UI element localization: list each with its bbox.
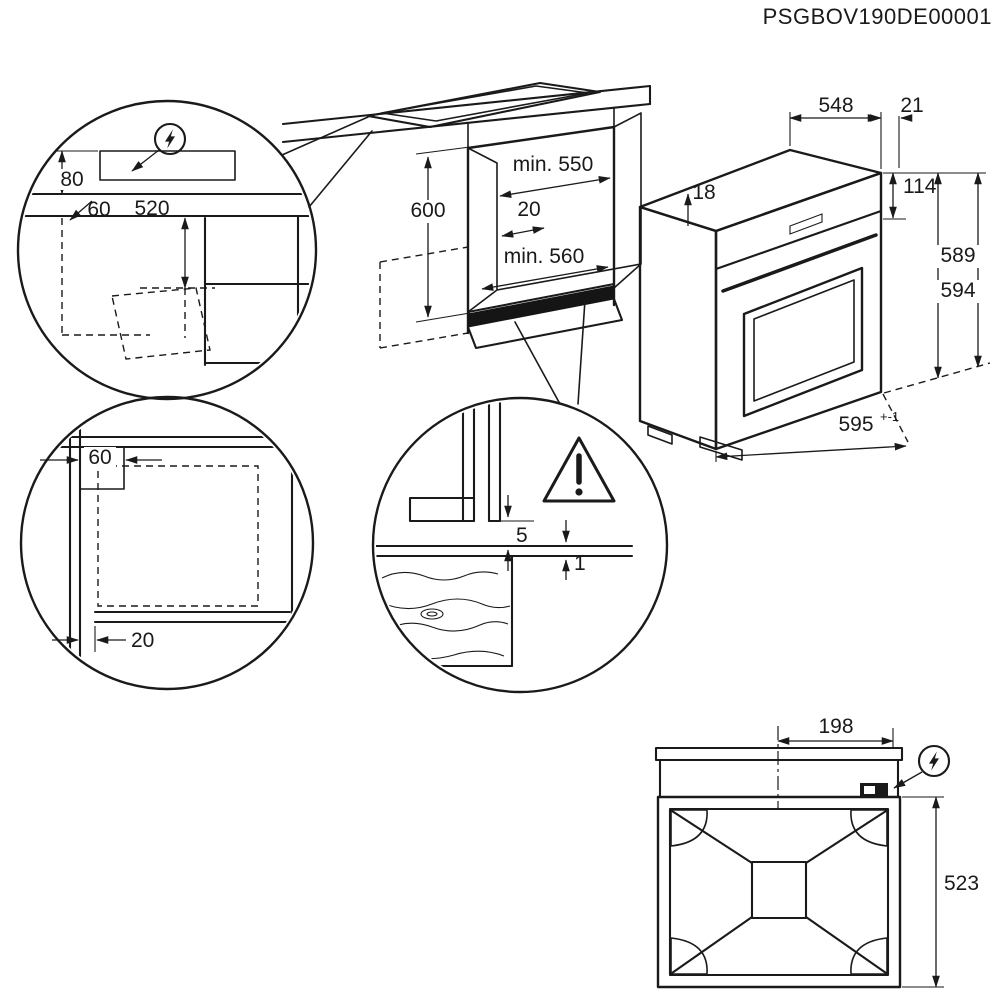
worktop-front-top-edge	[281, 84, 652, 126]
detail-circle	[19, 395, 315, 691]
lightning-bolt-glyph	[165, 129, 175, 149]
part-number: PSGBOV190DE00001	[763, 4, 992, 29]
dim-line-min-550	[499, 176, 611, 198]
dim-line-min-560	[481, 265, 609, 291]
dim-label-595: 595	[838, 413, 873, 436]
brace-center-plate	[750, 860, 808, 920]
corner-gusset	[670, 809, 708, 847]
callout-line	[577, 299, 586, 405]
dim-label-min-560: min. 560	[504, 245, 585, 268]
dim-label-1: 1	[574, 552, 586, 575]
cable-duct-strip	[99, 150, 236, 181]
built-in-oven: 548 21 18 114 589 594 595 +-1	[638, 94, 991, 462]
cross-brace	[670, 809, 888, 975]
wood-grain	[379, 571, 511, 660]
dim-label-600: 600	[410, 199, 445, 222]
dim-label-548: 548	[818, 94, 853, 117]
corner-gusset	[850, 809, 888, 847]
worktop-front-bottom-edge	[281, 102, 652, 144]
hidden-shelf-lines	[379, 246, 469, 349]
warning-exclamation-dot	[575, 488, 583, 496]
dim-label-520: 520	[134, 197, 169, 220]
back-panel-inner	[668, 807, 890, 977]
display-window	[789, 213, 823, 235]
dim-label-589: 589	[940, 244, 975, 267]
label-bg	[57, 169, 89, 190]
terminal-box-slot	[864, 786, 875, 794]
ext-line	[415, 146, 471, 155]
top-trim	[654, 746, 904, 762]
dim-label-60: 60	[87, 198, 110, 221]
callout-line	[514, 321, 561, 405]
bottom-flange	[408, 496, 476, 523]
back-panel	[656, 795, 902, 989]
dim-label-21: 21	[900, 94, 923, 117]
leader-arrow	[131, 149, 160, 172]
callout-line	[281, 116, 369, 156]
dim-label-20: 20	[131, 629, 154, 652]
door-window-inner	[753, 279, 855, 402]
dim-line-20	[501, 226, 545, 238]
appliance-outline-hidden	[97, 465, 259, 607]
detail-circle	[371, 396, 669, 694]
lightning-bolt-icon	[917, 744, 951, 778]
oven-foot	[647, 425, 673, 445]
dim-label-198: 198	[818, 715, 853, 738]
corner-gusset	[850, 937, 888, 975]
leader-arrow-60	[69, 200, 93, 221]
door-window	[742, 266, 864, 418]
dim-label-60: 60	[88, 446, 111, 469]
ext-line	[415, 312, 471, 323]
oven-side-face	[638, 205, 718, 451]
lightning-bolt-glyph	[929, 751, 939, 771]
dim-label-5: 5	[516, 524, 528, 547]
ext-line-dashed	[882, 393, 909, 443]
oven-shelf-gap-detail: 5 1	[371, 299, 669, 694]
dim-label-114: 114	[903, 175, 937, 198]
cabinet-front-band	[466, 297, 624, 350]
lightning-bolt-icon	[153, 122, 187, 156]
dim-line-595	[715, 442, 907, 461]
dim-label-523: 523	[944, 872, 979, 895]
detail-circle	[16, 99, 318, 401]
dim-label-80: 80	[60, 168, 83, 191]
corner-gusset	[670, 937, 708, 975]
control-panel-edge	[714, 209, 883, 271]
door-handle	[721, 233, 878, 293]
hidden-drawer	[111, 287, 211, 360]
callout-line	[308, 130, 373, 208]
dim-label-min-550: min. 550	[513, 153, 594, 176]
label-bg	[409, 200, 447, 223]
label-bg	[84, 447, 116, 468]
anti-tip-strip	[467, 285, 615, 328]
dim-label-20: 20	[517, 198, 540, 221]
dim-label-18: 18	[692, 181, 715, 204]
label-bg	[937, 245, 979, 268]
niche-front-view: 600 min. 550 20 min. 560	[281, 81, 652, 350]
oven-rear-view: 198 523	[654, 715, 979, 989]
label-bg	[937, 280, 979, 303]
ext-line-dashed	[883, 362, 991, 394]
leader-arrow	[893, 771, 923, 789]
oven-front-face	[714, 171, 883, 451]
dim-label-594: 594	[940, 279, 975, 302]
plinth-detail: 60 20	[19, 395, 315, 691]
worktop-connection-detail: 80 60 520	[16, 99, 373, 401]
dim-label-595-tolerance: +-1	[880, 409, 899, 424]
